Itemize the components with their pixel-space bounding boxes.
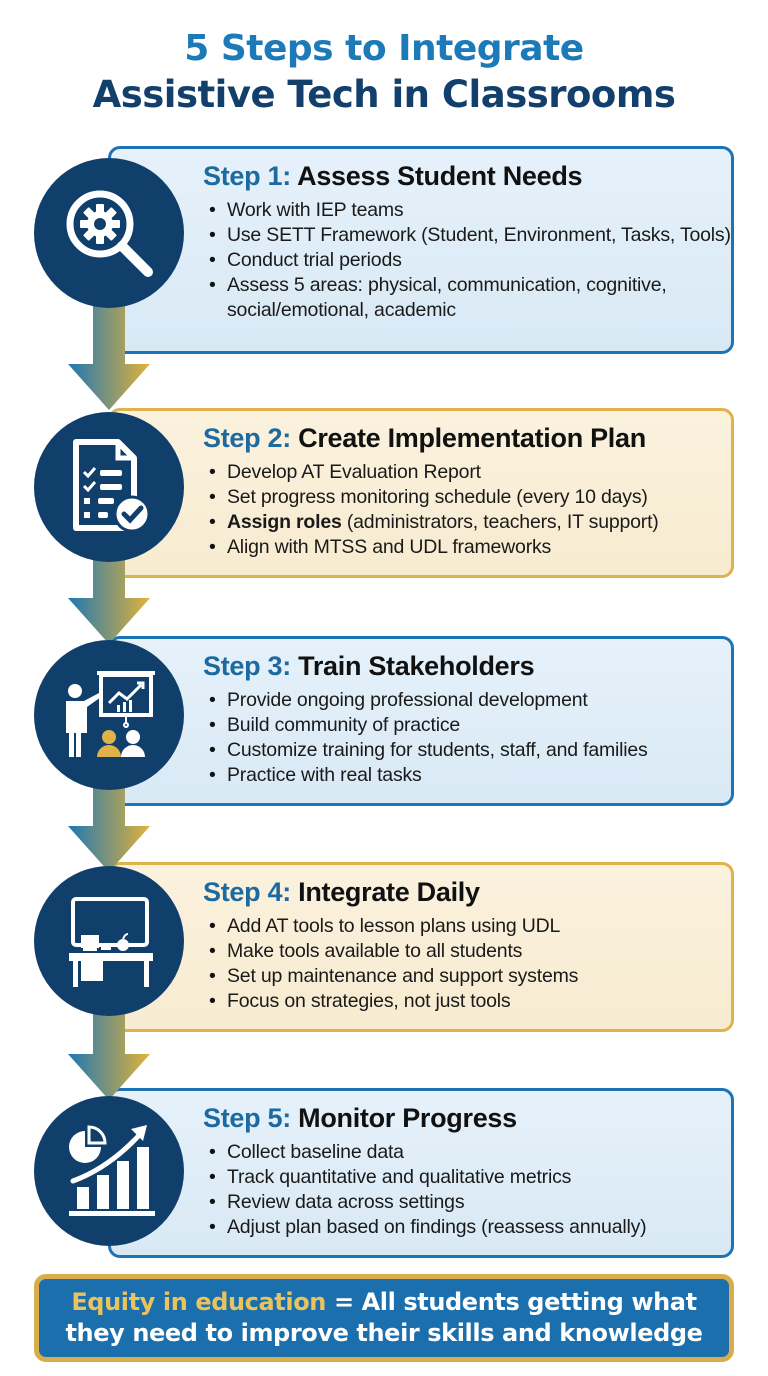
title-line-1: 5 Steps to Integrate — [184, 28, 584, 69]
checklist-document-icon — [34, 412, 184, 562]
bullet-list: Add AT tools to lesson plans using UDL M… — [203, 914, 731, 1014]
list-item: Collect baseline data — [203, 1140, 731, 1165]
down-arrow-icon — [68, 540, 150, 644]
list-item: Make tools available to all students — [203, 939, 731, 964]
list-item: Assign roles (administrators, teachers, … — [203, 510, 731, 535]
banner-highlight: Equity in education — [71, 1288, 326, 1316]
magnifier-gear-icon — [34, 158, 184, 308]
step-title: Train Stakeholders — [298, 651, 535, 681]
banner-line-1: Equity in education = All students getti… — [71, 1288, 697, 1316]
step-title: Assess Student Needs — [297, 161, 583, 191]
step-card-1: Step 1: Assess Student Needs Work with I… — [108, 146, 734, 354]
step-heading: Step 4: Integrate Daily — [203, 877, 731, 908]
step-number: Step 5: — [203, 1103, 291, 1133]
step-title: Integrate Daily — [298, 877, 480, 907]
list-item: Add AT tools to lesson plans using UDL — [203, 914, 731, 939]
list-item: Align with MTSS and UDL frameworks — [203, 535, 731, 560]
list-item: Build community of practice — [203, 713, 731, 738]
classroom-desk-icon — [34, 866, 184, 1016]
list-item: Assess 5 areas: physical, communication,… — [203, 273, 731, 323]
step-card-3: Step 3: Train Stakeholders Provide ongoi… — [108, 636, 734, 806]
down-arrow-icon — [68, 768, 150, 872]
list-item: Focus on strategies, not just tools — [203, 989, 731, 1014]
down-arrow-icon — [68, 300, 150, 410]
bullet-list: Work with IEP teams Use SETT Framework (… — [203, 198, 731, 323]
step-heading: Step 3: Train Stakeholders — [203, 651, 731, 682]
list-item: Conduct trial periods — [203, 248, 731, 273]
step-heading: Step 2: Create Implementation Plan — [203, 423, 731, 454]
step-heading: Step 1: Assess Student Needs — [203, 161, 731, 192]
step-number: Step 4: — [203, 877, 291, 907]
equity-banner: Equity in education = All students getti… — [34, 1274, 734, 1362]
growth-chart-icon — [34, 1096, 184, 1246]
list-item: Provide ongoing professional development — [203, 688, 731, 713]
list-item: Develop AT Evaluation Report — [203, 460, 731, 485]
list-item: Set progress monitoring schedule (every … — [203, 485, 731, 510]
step-number: Step 1: — [203, 161, 291, 191]
list-item: Review data across settings — [203, 1190, 731, 1215]
step-number: Step 2: — [203, 423, 291, 453]
title-line-2: Assistive Tech in Classrooms — [92, 73, 676, 116]
list-item: Track quantitative and qualitative metri… — [203, 1165, 731, 1190]
step-title: Monitor Progress — [298, 1103, 517, 1133]
bullet-list: Collect baseline data Track quantitative… — [203, 1140, 731, 1240]
step-card-2: Step 2: Create Implementation Plan Devel… — [108, 408, 734, 578]
bullet-list: Develop AT Evaluation Report Set progres… — [203, 460, 731, 560]
step-card-5: Step 5: Monitor Progress Collect baselin… — [108, 1088, 734, 1258]
down-arrow-icon — [68, 996, 150, 1100]
list-item: Set up maintenance and support systems — [203, 964, 731, 989]
presenter-training-icon — [34, 640, 184, 790]
list-item: Work with IEP teams — [203, 198, 731, 223]
bullet-list: Provide ongoing professional development… — [203, 688, 731, 788]
step-heading: Step 5: Monitor Progress — [203, 1103, 731, 1134]
page-title: 5 Steps to Integrate Assistive Tech in C… — [0, 26, 768, 118]
step-card-4: Step 4: Integrate Daily Add AT tools to … — [108, 862, 734, 1032]
list-item: Adjust plan based on findings (reassess … — [203, 1215, 731, 1240]
list-item: Practice with real tasks — [203, 763, 731, 788]
banner-line-2: they need to improve their skills and kn… — [65, 1319, 703, 1347]
step-number: Step 3: — [203, 651, 291, 681]
step-title: Create Implementation Plan — [298, 423, 646, 453]
list-item: Use SETT Framework (Student, Environment… — [203, 223, 731, 248]
list-item: Customize training for students, staff, … — [203, 738, 731, 763]
bold-prefix: Assign roles — [227, 511, 342, 533]
